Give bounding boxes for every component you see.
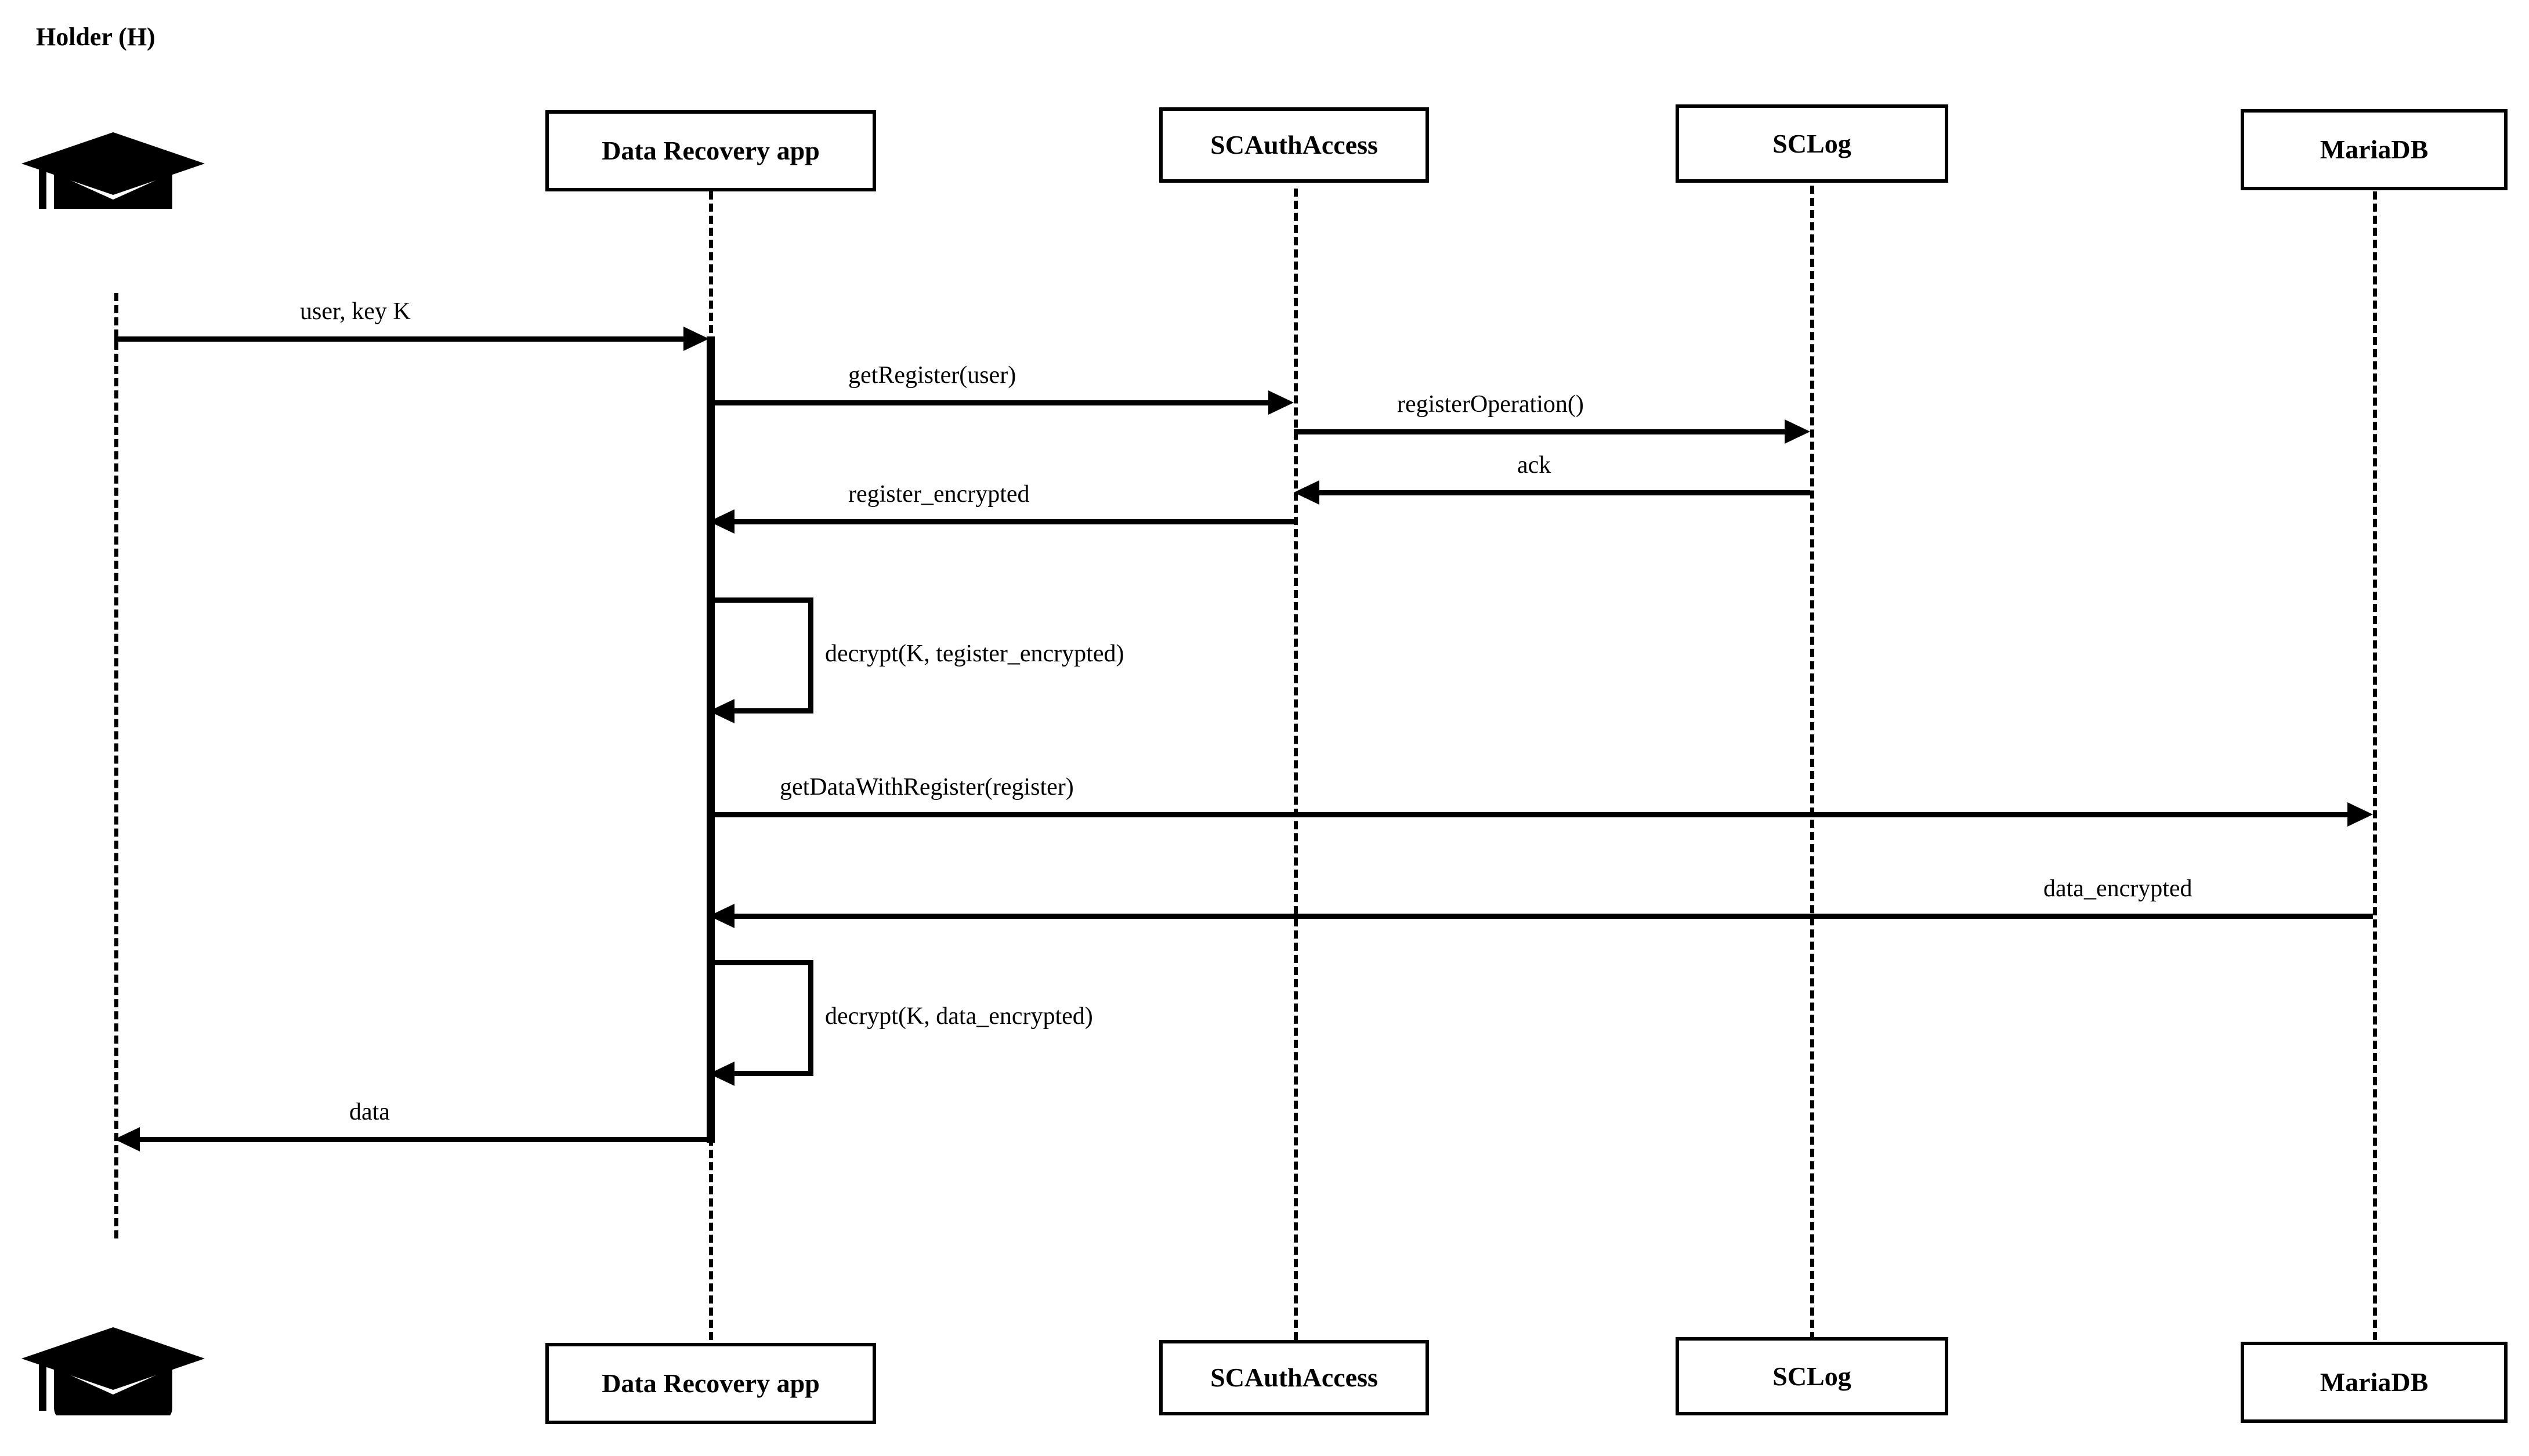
message-label: getRegister(user) <box>848 362 1016 389</box>
self-message-line-right <box>808 960 813 1076</box>
arrowhead-left-icon <box>1294 480 1319 505</box>
self-message-line-bottom <box>709 708 813 713</box>
lifeline-holder <box>114 293 118 1238</box>
graduation-cap-icon-bottom <box>20 1323 206 1425</box>
arrowhead-left-icon <box>709 699 735 723</box>
participant-box-scauthaccess-bottom[interactable]: SCAuthAccess <box>1159 1340 1429 1415</box>
arrowhead-left-icon <box>709 904 735 928</box>
message-line <box>735 519 1294 524</box>
arrowhead-left-icon <box>709 509 735 534</box>
participant-label-scauthaccess-bottom: SCAuthAccess <box>1210 1363 1378 1392</box>
participant-box-sclog-bottom[interactable]: SCLog <box>1676 1337 1948 1415</box>
self-message-line-bottom <box>709 1071 813 1076</box>
participant-label-sclog: SCLog <box>1772 128 1851 158</box>
activation-bar-data-recovery-app <box>707 336 715 1143</box>
arrowhead-right-icon <box>2347 802 2373 827</box>
arrowhead-left-icon <box>709 1062 735 1086</box>
message-line <box>140 1137 709 1142</box>
message-label: getDataWithRegister(register) <box>780 774 1074 801</box>
message-label: data <box>349 1099 390 1125</box>
lifeline-sclog <box>1810 186 1814 1340</box>
participant-box-data-recovery-app-bottom[interactable]: Data Recovery app <box>545 1343 876 1424</box>
self-message-decrypt-register[interactable]: decrypt(K, tegister_encrypted) <box>709 597 1124 723</box>
participant-box-sclog[interactable]: SCLog <box>1676 104 1948 183</box>
message-label: ack <box>1517 452 1551 479</box>
lifeline-mariadb <box>2373 191 2377 1340</box>
participant-label-mariadb: MariaDB <box>2320 135 2429 164</box>
arrowhead-right-icon <box>1785 419 1810 444</box>
arrowhead-right-icon <box>683 327 709 351</box>
message-label: data_encrypted <box>2043 875 2192 902</box>
self-message-line-top <box>709 597 813 603</box>
page-title: Holder (H) <box>36 23 155 51</box>
participant-box-mariadb-bottom[interactable]: MariaDB <box>2241 1342 2508 1423</box>
self-message-line-top <box>709 960 813 965</box>
participant-label-data-recovery-app-bottom: Data Recovery app <box>602 1368 820 1398</box>
participant-label-mariadb-bottom: MariaDB <box>2320 1367 2429 1397</box>
self-message-decrypt-data[interactable]: decrypt(K, data_encrypted) <box>709 960 1093 1086</box>
arrowhead-right-icon <box>1268 390 1294 415</box>
participant-label-scauthaccess: SCAuthAccess <box>1210 130 1378 160</box>
arrowhead-left-icon <box>114 1127 140 1151</box>
message-label: user, key K <box>300 298 411 325</box>
graduation-cap-icon <box>20 128 206 209</box>
lifeline-scauthaccess <box>1294 189 1298 1340</box>
message-line <box>1294 429 1785 434</box>
participant-box-scauthaccess[interactable]: SCAuthAccess <box>1159 107 1429 183</box>
participant-label-sclog-bottom: SCLog <box>1772 1361 1851 1391</box>
participant-label-data-recovery-app: Data Recovery app <box>602 136 820 165</box>
message-label: registerOperation() <box>1397 391 1584 418</box>
message-label: register_encrypted <box>848 481 1030 508</box>
message-line <box>709 812 2347 817</box>
message-line <box>114 336 683 342</box>
self-message-label: decrypt(K, data_encrypted) <box>825 1003 1093 1030</box>
participant-box-data-recovery-app[interactable]: Data Recovery app <box>545 110 876 191</box>
message-line <box>735 914 2373 919</box>
participant-box-mariadb[interactable]: MariaDB <box>2241 109 2508 190</box>
message-line <box>1319 490 1810 495</box>
self-message-label: decrypt(K, tegister_encrypted) <box>825 640 1124 667</box>
message-line <box>709 400 1268 405</box>
self-message-line-right <box>808 597 813 713</box>
